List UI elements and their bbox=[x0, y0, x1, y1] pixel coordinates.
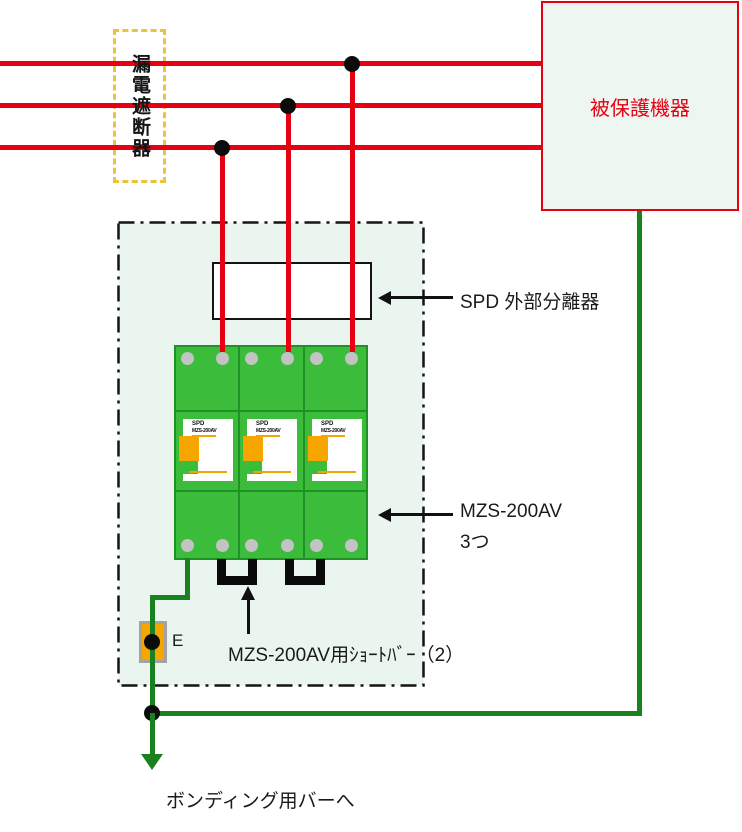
sticker-line1: SPD bbox=[192, 421, 205, 427]
drop-line-phase-1 bbox=[350, 63, 355, 352]
leakage-breaker-label: 漏電遮断器 bbox=[129, 53, 150, 159]
terminal bbox=[216, 352, 229, 365]
bonding-arrow-head bbox=[141, 754, 163, 770]
bonding-arrow-shaft bbox=[150, 713, 155, 755]
junction-dot bbox=[344, 56, 360, 72]
terminal bbox=[345, 352, 358, 365]
terminal bbox=[181, 352, 194, 365]
phase-line-2 bbox=[0, 103, 542, 108]
phase-line-3 bbox=[0, 145, 542, 150]
terminal bbox=[310, 539, 323, 552]
sticker-line1: SPD bbox=[321, 421, 334, 427]
terminal bbox=[245, 539, 258, 552]
sticker-notch bbox=[183, 461, 198, 474]
earth-terminal-label: E bbox=[172, 631, 184, 650]
short-bar bbox=[285, 559, 325, 585]
module-separator bbox=[238, 347, 240, 558]
junction-dot bbox=[280, 98, 296, 114]
callout-arrow-line bbox=[247, 599, 250, 634]
sticker-orange-switch bbox=[308, 436, 328, 461]
terminal bbox=[310, 352, 323, 365]
bonding-bus-wire bbox=[150, 711, 642, 716]
terminal bbox=[345, 539, 358, 552]
callout-arrow-head bbox=[241, 586, 255, 600]
sticker-notch bbox=[247, 461, 262, 474]
terminal bbox=[216, 539, 229, 552]
module-callout-line1: MZS-200AV bbox=[460, 501, 563, 522]
earth-terminal-dot bbox=[144, 634, 160, 650]
sticker-bottom-line bbox=[189, 471, 227, 473]
module-section-line bbox=[176, 410, 366, 412]
module-separator bbox=[303, 347, 305, 558]
spd-separator-callout: SPD 外部分離器 bbox=[460, 292, 600, 313]
earth-wire-segment bbox=[150, 595, 155, 716]
sticker-bottom-line bbox=[318, 471, 356, 473]
drop-line-phase-2 bbox=[286, 105, 291, 352]
spd-module-group: SPD MZS-200AV SPD MZS-200AV SPD MZS-200A… bbox=[174, 345, 368, 560]
sticker-orange-switch bbox=[179, 436, 199, 461]
terminal bbox=[281, 352, 294, 365]
junction-dot bbox=[214, 140, 230, 156]
sticker-bottom-line bbox=[253, 471, 291, 473]
callout-arrow-line bbox=[391, 296, 453, 299]
module-callout-line2: 3つ bbox=[460, 532, 490, 553]
module-sticker: SPD MZS-200AV bbox=[308, 419, 362, 481]
drop-line-phase-3 bbox=[220, 147, 225, 352]
terminal bbox=[245, 352, 258, 365]
sticker-notch bbox=[312, 461, 327, 474]
sticker-line2: MZS-200AV bbox=[192, 428, 217, 434]
module-sticker: SPD MZS-200AV bbox=[179, 419, 233, 481]
callout-arrow-head bbox=[378, 291, 391, 305]
sticker-line1: SPD bbox=[256, 421, 269, 427]
protected-device-label: 被保護機器 bbox=[590, 97, 690, 120]
terminal bbox=[281, 539, 294, 552]
callout-arrow-line bbox=[391, 513, 453, 516]
bonding-bar-label: ボンディング用バーへ bbox=[166, 791, 355, 812]
module-section-line bbox=[176, 490, 366, 492]
earth-wire-segment bbox=[185, 558, 190, 600]
terminal bbox=[181, 539, 194, 552]
phase-line-1 bbox=[0, 61, 542, 66]
protected-device-box: 被保護機器 bbox=[541, 1, 739, 211]
module-sticker: SPD MZS-200AV bbox=[243, 419, 297, 481]
earth-wire-segment bbox=[150, 595, 190, 600]
callout-arrow-head bbox=[378, 508, 391, 522]
sticker-line2: MZS-200AV bbox=[256, 428, 281, 434]
sticker-orange-switch bbox=[243, 436, 263, 461]
short-bar-callout: MZS-200AV用ｼｮｰﾄﾊﾞｰ（2） bbox=[228, 645, 465, 666]
sticker-line2: MZS-200AV bbox=[321, 428, 346, 434]
sticker-text: SPD MZS-200AV bbox=[192, 421, 217, 437]
short-bar bbox=[217, 559, 257, 585]
spd-external-separator-box bbox=[212, 262, 372, 320]
device-earth-wire bbox=[637, 211, 642, 716]
sticker-text: SPD MZS-200AV bbox=[256, 421, 281, 437]
sticker-text: SPD MZS-200AV bbox=[321, 421, 346, 437]
